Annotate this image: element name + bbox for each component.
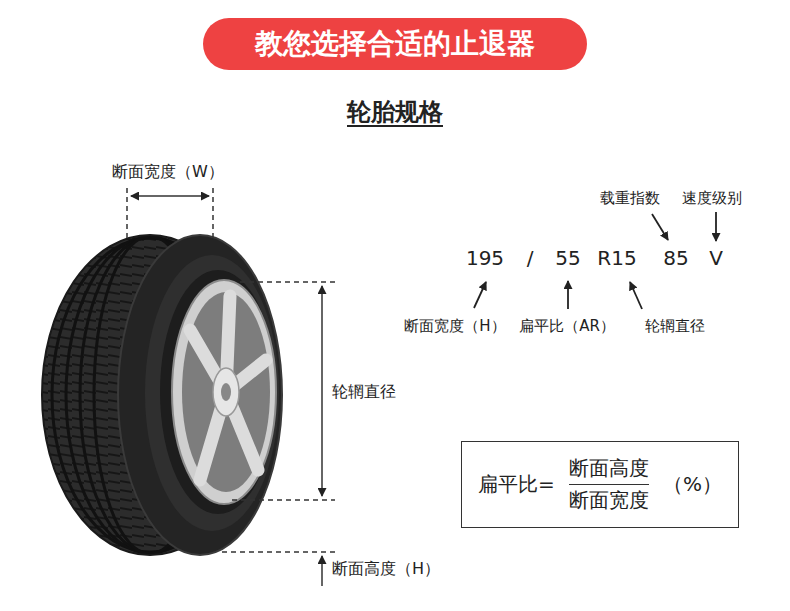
spec-value: 195 xyxy=(466,246,504,270)
section-heading: 轮胎规格 xyxy=(347,98,443,127)
dimension-lines xyxy=(321,556,323,586)
formula-term: 扁平比= xyxy=(478,472,555,497)
dimension-lines xyxy=(232,499,335,501)
leader-arrows xyxy=(474,282,486,308)
dimension-lines xyxy=(127,188,335,586)
spec-value: 85 xyxy=(663,246,688,270)
spec-value: R15 xyxy=(597,246,636,270)
tire-sidewall xyxy=(145,255,279,531)
dimension-label: 断面高度（H） xyxy=(332,559,440,578)
wheel-rim xyxy=(172,280,276,504)
spec-caption: 断面宽度（H） xyxy=(404,317,505,335)
leader-arrows xyxy=(474,212,716,309)
dimension-lines xyxy=(131,195,209,197)
fraction-bar xyxy=(569,484,649,485)
dimension-lines xyxy=(240,281,335,283)
dimension-lines xyxy=(321,286,323,496)
dimension-label: 断面宽度（W） xyxy=(112,162,224,181)
wheel-rim xyxy=(190,296,266,480)
formula-unit: （%） xyxy=(663,472,722,497)
numerator: 断面高度 xyxy=(569,456,649,481)
spec-caption: 速度级别 xyxy=(682,189,742,207)
dimension-lines xyxy=(212,188,214,238)
spec-caption: 扁平比（AR） xyxy=(519,317,615,335)
dimension-label: 轮辋直径 xyxy=(332,382,396,401)
spec-caption: 轮辋直径 xyxy=(645,317,705,335)
spec-value: 55 xyxy=(555,246,580,270)
denominator: 断面宽度 xyxy=(569,488,649,513)
fraction: 断面高度断面宽度 xyxy=(569,456,649,513)
leader-arrows xyxy=(715,212,717,241)
wheel-rim xyxy=(221,383,231,401)
dimension-lines xyxy=(126,188,128,238)
leader-arrows xyxy=(652,214,668,240)
tire-sidewall xyxy=(160,270,276,514)
wheel-rim xyxy=(213,368,239,416)
wheel-rim xyxy=(182,292,270,492)
dimension-lines xyxy=(222,551,335,553)
leader-arrows xyxy=(567,281,569,309)
leader-arrows xyxy=(630,282,642,309)
tire-sidewall xyxy=(118,235,282,555)
title-banner: 教您选择合适的止退器 xyxy=(203,18,587,70)
wheel-rim xyxy=(172,280,276,504)
spec-value: / xyxy=(527,246,534,270)
formula-box: 扁平比= 断面高度断面宽度 （%） xyxy=(461,441,739,528)
tire-sidewall xyxy=(118,235,282,555)
spec-caption: 载重指数 xyxy=(600,189,660,207)
spec-value: V xyxy=(709,246,723,270)
